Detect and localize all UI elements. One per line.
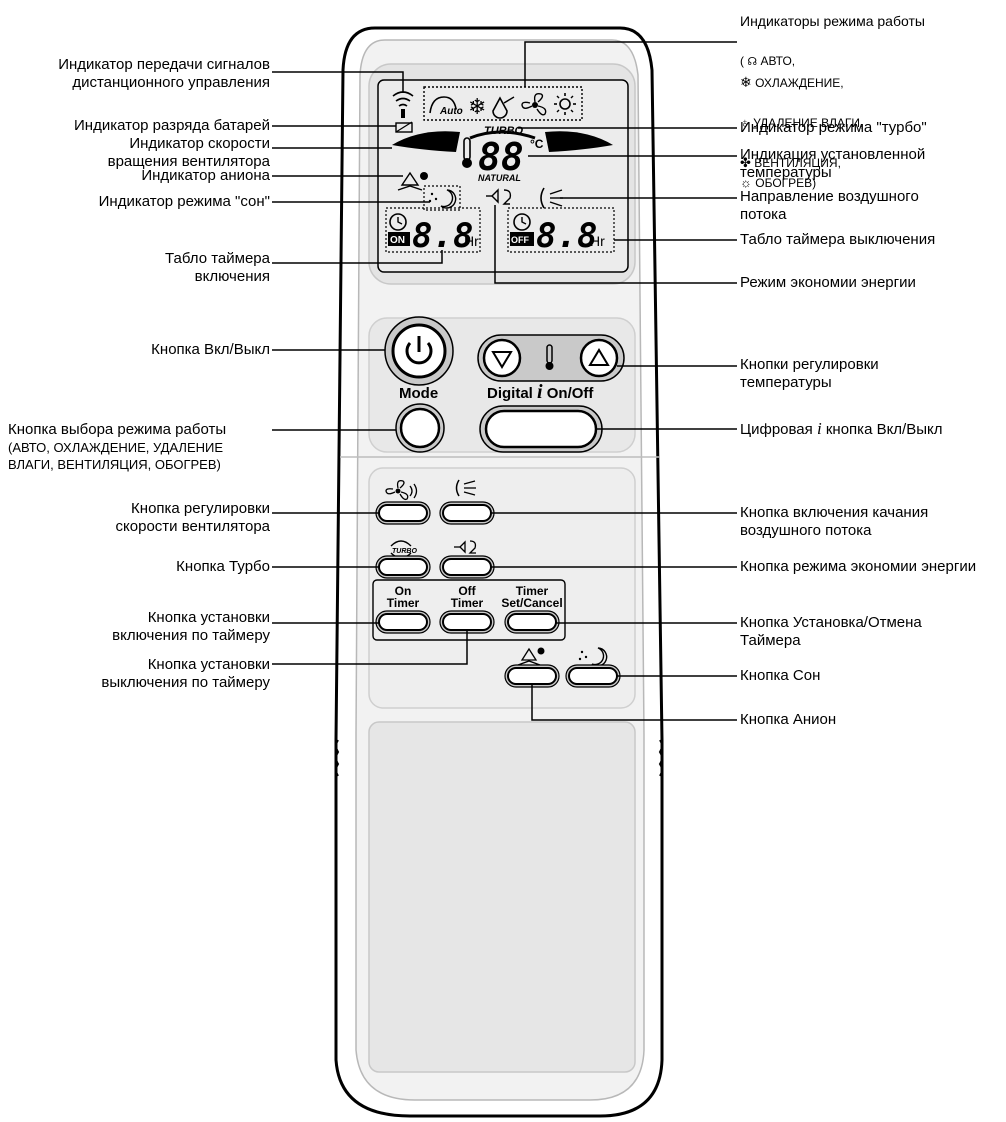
battery-icon bbox=[395, 121, 413, 133]
turbo-indicator: TURBO bbox=[484, 125, 524, 137]
label-temp-indicator: Индикация установленной температуры bbox=[740, 146, 926, 181]
label-anion-button: Кнопка Анион bbox=[740, 711, 837, 728]
dry-mode-icon bbox=[492, 96, 515, 119]
label-off-timer-button: Кнопка установки выключения по таймеру bbox=[101, 656, 270, 691]
label-battery-indicator: Индикатор разряда батарей bbox=[74, 117, 270, 134]
label-signal-indicator: Индикатор передачи сигналов дистанционно… bbox=[58, 56, 270, 91]
label-anion-indicator: Индикатор аниона bbox=[141, 167, 270, 184]
mode-button[interactable] bbox=[395, 403, 445, 453]
fan-mini-icon: ✤ bbox=[740, 155, 751, 170]
heat-mini-icon: ☼ bbox=[740, 175, 752, 190]
label-mode-button: Кнопка выбора режима работы bbox=[8, 421, 227, 438]
off-timer-button[interactable] bbox=[439, 610, 495, 634]
label-on-timer-display: Табло таймера включения bbox=[165, 250, 270, 285]
turbo-button[interactable] bbox=[375, 555, 431, 579]
energy-saving-indicator-icon bbox=[486, 188, 512, 205]
temperature-buttons bbox=[477, 334, 625, 382]
label-digital-onoff-button: Цифровая i кнопка Вкл/Выкл bbox=[740, 419, 943, 439]
energy-saving-button-icon bbox=[454, 540, 477, 554]
sleep-button[interactable] bbox=[565, 664, 621, 688]
cool-mini-icon: ❄ bbox=[740, 74, 752, 90]
label-swing-button: Кнопка включения качания воздушного пото… bbox=[740, 504, 929, 539]
label-turbo-button: Кнопка Турбо bbox=[176, 558, 270, 575]
svg-text:Hr: Hr bbox=[464, 233, 479, 249]
mode-indicators-box bbox=[423, 86, 583, 121]
swing-button-icon bbox=[455, 479, 476, 497]
swing-button[interactable] bbox=[439, 501, 495, 525]
svg-text:Hr: Hr bbox=[590, 233, 605, 249]
label-mode-indicators-list: ( ☊ АВТО, ❄ ОХЛАЖДЕНИЕ, ♁ УДАЛЕНИЕ ВЛАГИ… bbox=[740, 54, 864, 190]
on-timer-button[interactable] bbox=[375, 610, 431, 634]
svg-text:OFF: OFF bbox=[511, 235, 529, 245]
timer-set-cancel-button[interactable] bbox=[504, 610, 560, 634]
anion-icon bbox=[397, 171, 428, 191]
label-temp-buttons: Кнопки регулировки температуры bbox=[740, 356, 879, 391]
thermometer-small-icon bbox=[545, 344, 554, 370]
label-power-button: Кнопка Вкл/Выкл bbox=[151, 341, 270, 358]
airflow-direction-icon bbox=[540, 187, 563, 209]
temp-down-button[interactable] bbox=[482, 338, 522, 378]
digital-label: Digital i On/Off bbox=[487, 381, 594, 403]
mode-label: Mode bbox=[399, 385, 438, 402]
off-timer-display: OFF 8.8 Hr bbox=[507, 207, 615, 256]
svg-text:Auto: Auto bbox=[439, 106, 463, 117]
svg-text:TURBO: TURBO bbox=[392, 548, 417, 555]
svg-text:ON: ON bbox=[390, 235, 405, 246]
temperature-digits: 88 bbox=[478, 135, 524, 179]
power-button[interactable] bbox=[384, 316, 454, 386]
temperature-unit: °C bbox=[530, 137, 544, 151]
fan-speed-button-icon bbox=[385, 480, 418, 501]
label-airflow-direction: Направление воздушного потока bbox=[740, 188, 919, 223]
timer-group-box bbox=[372, 579, 566, 641]
label-on-timer-button: Кнопка установки включения по таймеру bbox=[112, 609, 270, 644]
fan-speed-indicator bbox=[392, 130, 613, 152]
svg-text:8.8: 8.8 bbox=[412, 216, 473, 256]
label-energy-indicator: Режим экономии энергии bbox=[740, 274, 916, 291]
lcd-display: Auto ❄ bbox=[385, 86, 615, 256]
natural-indicator: NATURAL bbox=[478, 173, 521, 183]
label-fan-speed-indicator: Индикатор скорости вращения вентилятора bbox=[107, 135, 270, 170]
cool-mode-icon: ❄ bbox=[468, 94, 486, 119]
label-fan-speed-button: Кнопка регулировки скорости вентилятора bbox=[115, 500, 270, 535]
leader-lines bbox=[272, 41, 737, 721]
auto-mode-icon: Auto bbox=[429, 96, 463, 117]
temp-up-button[interactable] bbox=[579, 338, 619, 378]
label-sleep-button: Кнопка Сон bbox=[740, 667, 821, 684]
on-timer-display: ON 8.8 Hr bbox=[385, 207, 481, 256]
digital-onoff-button[interactable] bbox=[479, 405, 603, 453]
label-turbo-indicator: Индикатор режима "турбо" bbox=[740, 119, 927, 136]
heat-mode-icon bbox=[554, 93, 576, 115]
fan-mode-icon bbox=[521, 92, 547, 116]
svg-text:8.8: 8.8 bbox=[536, 216, 597, 256]
label-sleep-indicator: Индикатор режима "сон" bbox=[98, 193, 270, 210]
anion-button-icon bbox=[517, 647, 545, 666]
dry-mini-icon: ♁ bbox=[740, 115, 750, 130]
svg-text:❄: ❄ bbox=[468, 94, 486, 119]
thermometer-icon bbox=[462, 137, 472, 168]
anion-button[interactable] bbox=[504, 664, 560, 688]
label-mode-indicators: Индикаторы режима работы bbox=[740, 13, 925, 29]
fan-speed-button[interactable] bbox=[375, 501, 431, 525]
label-energy-button: Кнопка режима экономии энергии bbox=[740, 558, 977, 575]
energy-saving-button[interactable] bbox=[439, 555, 495, 579]
auto-mini-icon: ☊ bbox=[747, 56, 758, 68]
label-timer-set-button: Кнопка Установка/Отмена Таймера bbox=[740, 614, 922, 649]
label-off-timer-display: Табло таймера выключения bbox=[740, 231, 936, 248]
sleep-button-icon bbox=[578, 647, 608, 667]
label-mode-button-list: (АВТО, ОХЛАЖДЕНИЕ, УДАЛЕНИЕ ВЛАГИ, ВЕНТИ… bbox=[8, 440, 224, 472]
